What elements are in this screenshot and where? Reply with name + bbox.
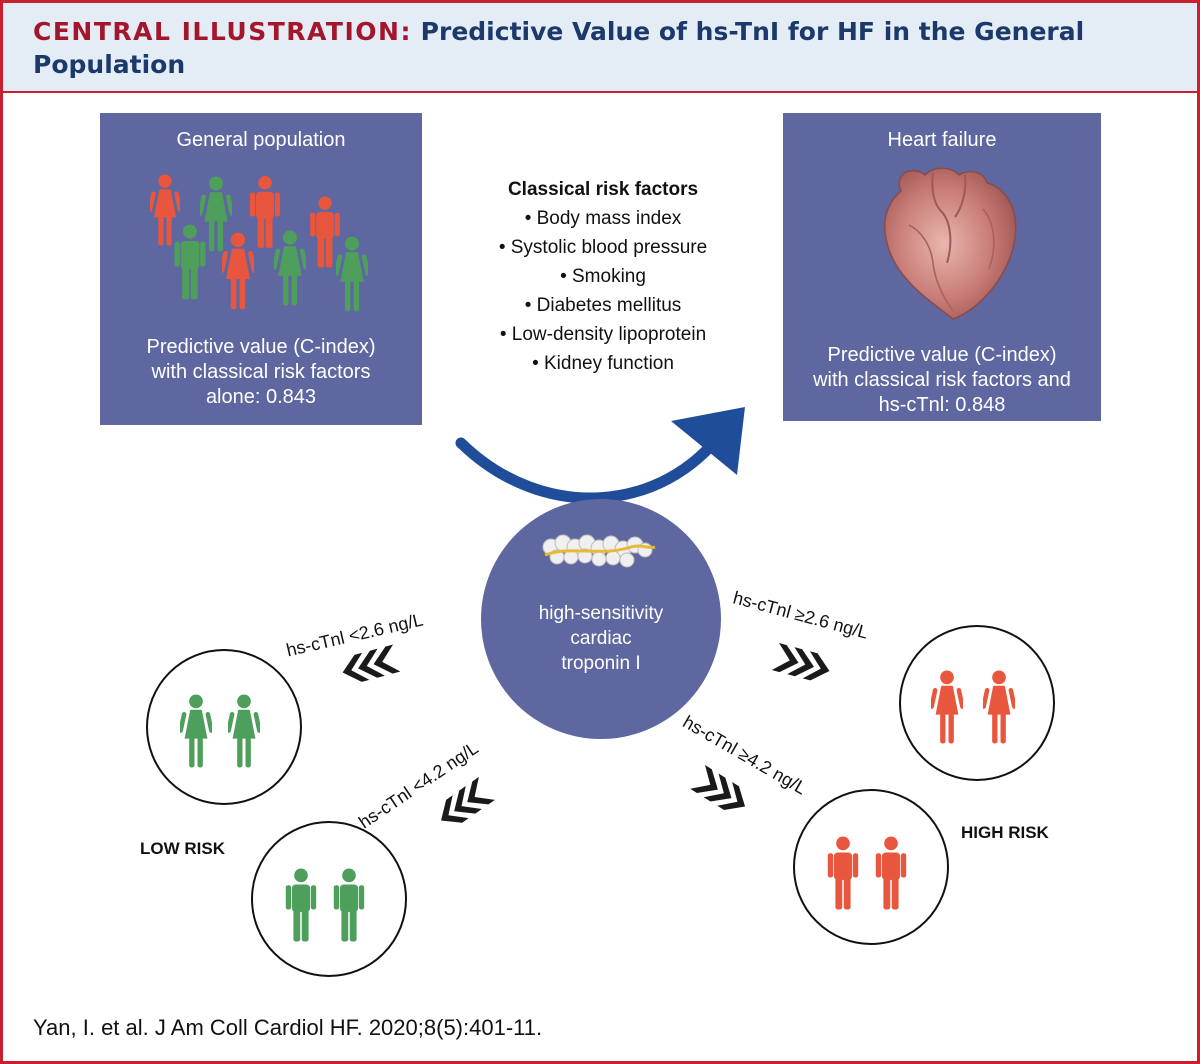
person-female-icon [983, 670, 1015, 744]
caption-line: Predictive value (C-index) [827, 344, 1057, 366]
troponin-circle: high-sensitivity cardiac troponin I [481, 499, 721, 739]
general-population-caption: Predictive value (C-index) with classica… [100, 335, 422, 410]
heart-failure-title: Heart failure [887, 129, 997, 151]
classical-risk-factors: Classical risk factors Body mass index S… [453, 175, 753, 378]
risk-factor-item: Systolic blood pressure [453, 233, 753, 262]
chevron-left-icon [342, 644, 401, 682]
low-risk-label: LOW RISK [140, 839, 225, 858]
header: CENTRAL ILLUSTRATION: Predictive Value o… [3, 3, 1197, 93]
risk-factor-item: Low-density lipoprotein [453, 320, 753, 349]
troponin-label: high-sensitivity cardiac troponin I [481, 601, 721, 676]
chevron-left-icon [441, 776, 495, 823]
header-label: CENTRAL ILLUSTRATION: [33, 17, 412, 46]
chevron-right-icon [690, 765, 746, 810]
caption-line: with classical risk factors [151, 361, 371, 383]
person-male-icon [333, 868, 365, 942]
heart-failure-panel: Heart failure Predictive value (C-index)… [783, 113, 1101, 421]
header-title: Predictive Value of hs-TnI for HF in the… [33, 17, 1085, 79]
high-risk-female-circle [899, 625, 1055, 781]
risk-factor-item: Body mass index [453, 204, 753, 233]
caption-line: hs-cTnl: 0.848 [878, 394, 1006, 416]
risk-factor-item: Diabetes mellitus [453, 291, 753, 320]
troponin-label-line: high-sensitivity [538, 603, 664, 624]
general-population-title: General population [176, 129, 346, 151]
general-population-panel: General population Predictive value (C-i… [100, 113, 422, 425]
heart-icon [883, 167, 1017, 320]
risk-factor-item: Smoking [453, 262, 753, 291]
caption-line: with classical risk factors and [813, 369, 1071, 391]
person-female-icon [931, 670, 963, 744]
caption-line: Predictive value (C-index) [146, 336, 376, 358]
troponin-molecule-icon [542, 534, 656, 568]
person-female-icon [180, 694, 212, 768]
citation: Yan, I. et al. J Am Coll Cardiol HF. 202… [33, 1015, 543, 1040]
caption-line: alone: 0.843 [205, 386, 317, 408]
person-male-icon [875, 836, 907, 910]
chevron-right-icon [771, 643, 830, 681]
troponin-label-line: troponin I [561, 653, 641, 674]
person-male-icon [285, 868, 317, 942]
risk-factors-title: Classical risk factors [507, 179, 699, 200]
high-risk-label: HIGH RISK [961, 823, 1049, 842]
heart-failure-caption: Predictive value (C-index) with classica… [783, 343, 1101, 418]
low-risk-female-circle [146, 649, 302, 805]
direction-chevrons [342, 643, 830, 823]
troponin-label-line: cardiac [570, 628, 632, 649]
person-female-icon [228, 694, 260, 768]
risk-factor-item: Kidney function [453, 349, 753, 378]
header-text: CENTRAL ILLUSTRATION: Predictive Value o… [33, 15, 1173, 81]
person-male-icon [827, 836, 859, 910]
low-risk-male-circle [251, 821, 407, 977]
curved-arrow-icon [455, 407, 745, 504]
high-risk-male-circle [793, 789, 949, 945]
